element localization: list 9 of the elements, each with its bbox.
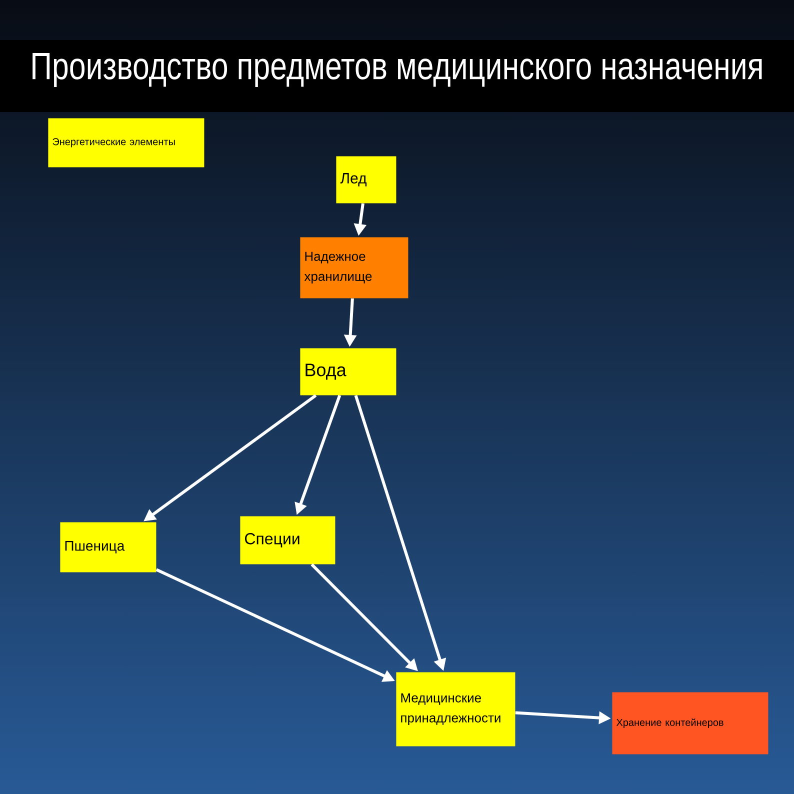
process-box: Энергетические элементы — [48, 118, 204, 168]
process-box: Надежное хранилище — [300, 237, 408, 298]
process-box: Вода — [300, 348, 396, 396]
title: Производство предметов медицинского назначения — [32, 52, 762, 88]
process-box: Пшеница — [60, 522, 156, 572]
process-box: Хранение контейнеров — [612, 692, 768, 754]
process-box: Лед — [336, 156, 396, 204]
process-box: Медицинские принадлежности — [396, 672, 516, 746]
process-box: Специи — [240, 516, 336, 564]
